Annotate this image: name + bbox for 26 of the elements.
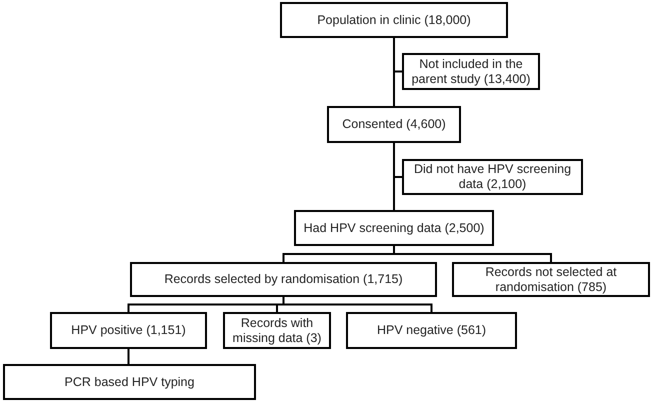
- process-box: [346, 312, 517, 349]
- box-label: Not included in the parent study (13,400): [410, 56, 532, 86]
- process-box: [452, 262, 650, 297]
- box-label: HPV positive (1,151): [71, 323, 186, 338]
- connector-line: [128, 349, 130, 364]
- box-label: Records with missing data (3): [232, 316, 322, 346]
- box-label: Population in clinic (18,000): [317, 12, 471, 28]
- box-label: Consented (4,600): [342, 117, 446, 132]
- box-label: PCR based HPV typing: [64, 374, 194, 390]
- process-box: [223, 312, 331, 349]
- process-box: [130, 262, 437, 297]
- box-label: HPV negative (561): [376, 323, 486, 338]
- box-label: Did not have HPV screening data (2,100): [412, 162, 572, 192]
- process-box: [280, 2, 508, 38]
- box-label: Had HPV screening data (2,500): [304, 220, 484, 236]
- box-label: Records not selected at randomisation (785): [484, 264, 618, 294]
- process-box: [402, 159, 583, 195]
- process-box: [402, 53, 540, 90]
- process-box: [327, 106, 461, 143]
- connector-line: [282, 297, 432, 312]
- process-box: [294, 210, 494, 246]
- connector-line: [393, 246, 552, 262]
- box-label: Records selected by randomisation (1,715): [164, 272, 403, 287]
- process-box: [50, 312, 207, 349]
- process-box: [3, 364, 256, 400]
- connector-line: [393, 143, 395, 210]
